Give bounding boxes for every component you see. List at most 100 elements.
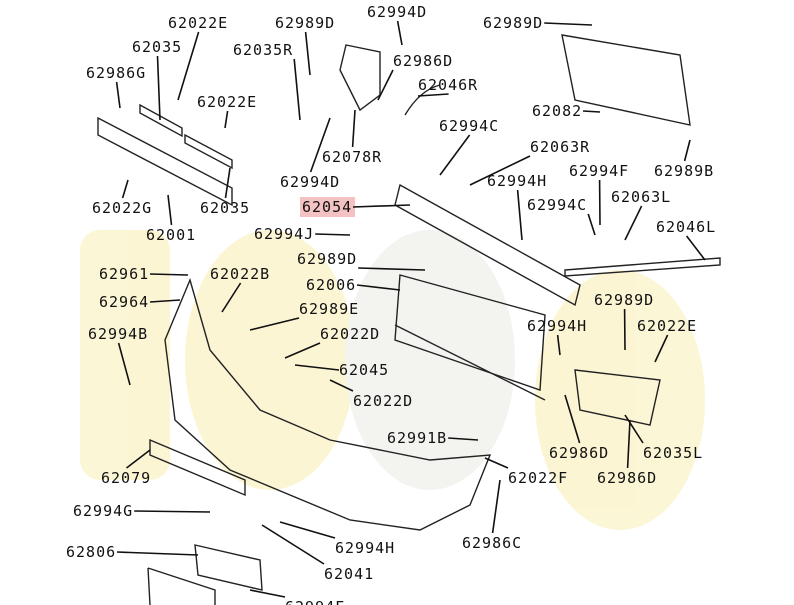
part-number-label[interactable]: 62046R	[418, 76, 478, 94]
part-number-label[interactable]: 62001	[146, 226, 196, 244]
leader-line	[358, 267, 426, 271]
leader-line	[149, 273, 189, 276]
part-number-label[interactable]: 62063L	[611, 188, 671, 206]
leader-line	[516, 189, 523, 241]
part-number-label[interactable]: 62986D	[549, 444, 609, 462]
part-number-label[interactable]: 62994C	[527, 196, 587, 214]
leader-line	[683, 139, 691, 162]
part-number-label[interactable]: 62989B	[654, 162, 714, 180]
part-number-label[interactable]: 62035L	[643, 444, 703, 462]
part-number-label[interactable]: 62986C	[462, 534, 522, 552]
part-number-label[interactable]: 62022F	[508, 469, 568, 487]
part-bumper-cover	[164, 277, 492, 531]
part-number-label[interactable]: 62035	[200, 199, 250, 217]
leader-line	[221, 282, 242, 313]
leader-line	[624, 205, 643, 241]
leader-line	[156, 55, 161, 121]
leader-line	[439, 134, 471, 176]
leader-line	[115, 81, 121, 109]
part-number-label[interactable]: 62806	[66, 543, 116, 561]
leader-line	[654, 334, 669, 363]
part-number-label[interactable]: 62989E	[299, 300, 359, 318]
leader-line	[556, 334, 561, 356]
part-number-label[interactable]: 62006	[306, 276, 356, 294]
part-number-label[interactable]: 62022G	[92, 199, 152, 217]
part-number-label[interactable]: 62964	[99, 293, 149, 311]
leader-line	[582, 110, 601, 113]
part-number-label[interactable]: 62041	[324, 565, 374, 583]
part-number-label[interactable]: 62035R	[233, 41, 293, 59]
part-number-label[interactable]: 62022B	[210, 265, 270, 283]
part-number-label[interactable]: 62994B	[88, 325, 148, 343]
leader-line	[448, 437, 479, 441]
part-number-label[interactable]: 62991B	[387, 429, 447, 447]
part-number-label[interactable]: 62994C	[439, 117, 499, 135]
leader-line	[624, 414, 644, 444]
leader-line	[149, 299, 181, 303]
part-number-label[interactable]: 62082	[532, 102, 582, 120]
part-number-label[interactable]: 62989D	[594, 291, 654, 309]
part-absorber-62054	[394, 183, 581, 307]
part-62806	[194, 544, 263, 591]
part-number-label[interactable]: 62994D	[280, 173, 340, 191]
part-number-label[interactable]: 62078R	[322, 148, 382, 166]
leader-line	[626, 419, 631, 469]
part-number-label[interactable]: 62994G	[73, 502, 133, 520]
leader-line	[117, 342, 131, 386]
leader-line	[224, 110, 229, 129]
leader-line	[134, 510, 211, 513]
part-number-label[interactable]: 62046L	[656, 218, 716, 236]
part-number-label[interactable]: 62045	[339, 361, 389, 379]
part-bracket-62078R	[339, 44, 381, 112]
part-number-label[interactable]: 62994F	[569, 162, 629, 180]
part-number-label[interactable]: 62986G	[86, 64, 146, 82]
part-number-label[interactable]: 62986D	[393, 52, 453, 70]
leader-line	[294, 364, 340, 371]
part-number-label[interactable]: 62989D	[483, 14, 543, 32]
leader-line	[249, 317, 300, 331]
leader-line	[177, 31, 200, 101]
part-number-label[interactable]: 62994D	[367, 3, 427, 21]
part-number-label[interactable]: 62994H	[527, 317, 587, 335]
leader-line	[544, 22, 593, 26]
leader-line	[377, 69, 394, 101]
leader-line	[351, 109, 356, 148]
leader-line	[356, 284, 401, 291]
part-number-label[interactable]: 62022D	[320, 325, 380, 343]
part-labels: 62022E 62989D 62994D 62989D 62035 62035R 62986…	[66, 3, 716, 605]
leader-line	[315, 233, 351, 236]
leader-line	[352, 204, 411, 208]
leader-line	[564, 394, 581, 444]
part-number-label[interactable]: 62961	[99, 265, 149, 283]
part-number-label[interactable]: 62022E	[637, 317, 697, 335]
part-number-label[interactable]: 62054	[302, 198, 352, 216]
leader-line	[587, 213, 596, 236]
part-number-label[interactable]: 62035	[132, 38, 182, 56]
part-grille-62006	[394, 274, 546, 391]
leader-line	[249, 589, 286, 598]
leader-line	[121, 179, 129, 199]
parts	[97, 34, 721, 605]
part-number-label[interactable]: 62022D	[353, 392, 413, 410]
part-number-label[interactable]: 62989D	[275, 14, 335, 32]
part-number-label[interactable]: 62022E	[197, 93, 257, 111]
leader-line	[417, 93, 449, 97]
part-number-label[interactable]: 62022E	[168, 14, 228, 32]
part-number-label[interactable]: 62986D	[597, 469, 657, 487]
leader-line	[167, 194, 173, 226]
leader-line	[304, 31, 311, 76]
leader-line	[396, 20, 403, 46]
leader-line	[284, 342, 321, 359]
part-number-label[interactable]: 62994F	[285, 598, 345, 605]
part-number-label[interactable]: 62994H	[335, 539, 395, 557]
part-number-label[interactable]: 62989D	[297, 250, 357, 268]
part-number-label[interactable]: 62063R	[530, 138, 590, 156]
part-number-label[interactable]: 62994J	[254, 225, 314, 243]
leader-line	[224, 167, 231, 199]
highlight-box	[300, 197, 355, 217]
part-license-plate-bracket	[147, 567, 216, 605]
part-number-label[interactable]: 62079	[101, 469, 151, 487]
part-number-label[interactable]: 62994H	[487, 172, 547, 190]
leader-line	[484, 457, 509, 469]
